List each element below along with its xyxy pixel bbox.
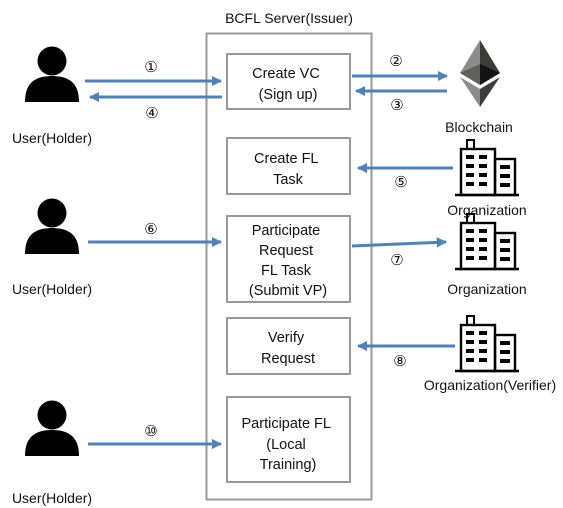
office-building-icon <box>453 212 521 271</box>
box-label-line: Create VC <box>252 66 320 82</box>
organization-1-label: Organization <box>447 202 526 218</box>
svg-text:Create FL Task: Create FL Task <box>254 151 322 188</box>
box-label-line: Request <box>259 243 313 259</box>
step-8-label: ⑧ <box>393 353 406 370</box>
participate-fl-box: Participate FL (Local Training) <box>226 396 351 483</box>
box-label-line: Request <box>261 351 315 367</box>
box-label-line: Verify <box>268 330 305 346</box>
organization-2: Organization <box>447 212 527 297</box>
user-3: User(Holder) <box>12 400 92 506</box>
step-4-label: ④ <box>145 105 158 122</box>
office-building-icon <box>453 138 521 197</box>
box-label-line: (Submit VP) <box>249 283 327 299</box>
verify-request-box: Verify Request <box>226 317 351 375</box>
person-silhouette-icon <box>25 46 79 102</box>
step-6-label: ⑥ <box>144 221 157 238</box>
blockchain-label: Blockchain <box>445 119 513 135</box>
box-label-line: Training) <box>260 457 317 473</box>
arrow-step-7 <box>351 237 448 248</box>
user-1: User(Holder) <box>12 46 92 146</box>
participate-request-box: Participate Request FL Task (Submit VP) <box>226 215 351 303</box>
organization-verifier-label: Organization(Verifier) <box>424 377 556 393</box>
organization-2-label: Organization <box>447 281 526 297</box>
organization-1: Organization <box>447 138 527 218</box>
svg-text:Participate FL (Local: Participate FL (Local Training) <box>242 416 335 473</box>
svg-text:Participate Request: Participate Request FL Task (Submit VP) <box>249 223 327 299</box>
office-building-icon <box>453 314 521 373</box>
person-silhouette-icon <box>25 198 79 254</box>
step-7-label: ⑦ <box>390 252 403 269</box>
svg-text:Create VC (Sign up): Create VC (Sign up) <box>252 66 324 103</box>
server-title: BCFL Server(Issuer) <box>225 10 353 26</box>
create-fl-task-box: Create FL Task <box>226 137 351 195</box>
step-1-label: ① <box>144 59 157 76</box>
user-2-label: User(Holder) <box>12 281 92 297</box>
blockchain: Blockchain <box>445 40 513 135</box>
step-10-label: ⑩ <box>144 423 157 440</box>
svg-text:Verify Request: Verify Request <box>261 330 315 367</box>
box-label-line: Participate <box>252 223 321 239</box>
step-3-label: ③ <box>390 97 403 114</box>
box-label-line: Create FL <box>254 151 318 167</box>
box-label-line: Task <box>273 172 304 188</box>
server-container <box>205 32 373 501</box>
user-1-label: User(Holder) <box>12 130 92 146</box>
box-label-line: Participate FL <box>242 416 331 432</box>
organization-verifier: Organization(Verifier) <box>424 314 556 393</box>
ethereum-icon <box>460 40 500 107</box>
box-label-line: FL Task <box>261 263 312 279</box>
create-vc-box: Create VC (Sign up) <box>226 53 351 110</box>
step-5-label: ⑤ <box>394 174 407 191</box>
user-3-label: User(Holder) <box>12 490 92 506</box>
box-label-line: (Sign up) <box>259 87 318 103</box>
user-2: User(Holder) <box>12 198 92 297</box>
person-silhouette-icon <box>25 400 79 456</box>
step-2-label: ② <box>389 53 402 70</box>
box-label-line: (Local <box>266 437 306 453</box>
